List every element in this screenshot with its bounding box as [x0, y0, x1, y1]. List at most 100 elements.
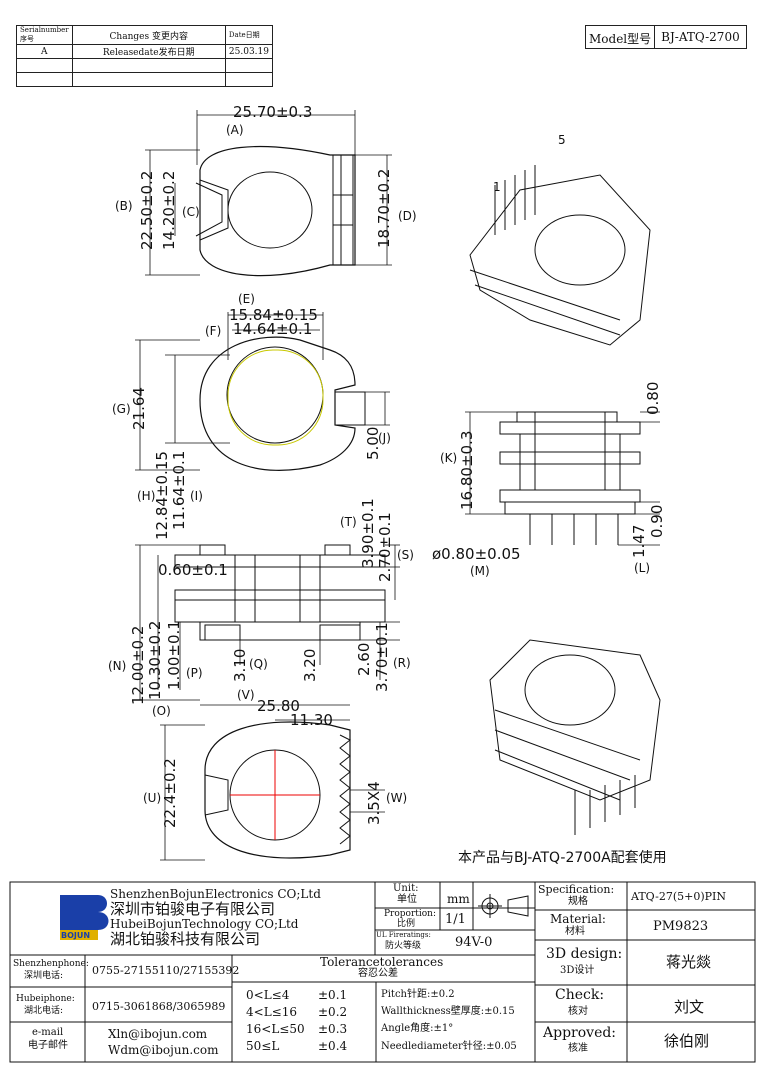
tolerance-value: ±0.2: [318, 1005, 348, 1019]
dim-n-tag: (N): [108, 659, 127, 673]
dim-h-tag: (H): [137, 489, 156, 503]
dim-c-value: 14.20±0.2: [160, 170, 178, 250]
rev-cell: [71, 72, 226, 87]
tolerance-value: ±0.4: [318, 1039, 348, 1053]
dim-b-tag: (B): [115, 199, 133, 213]
dim-r2-value: 3.70±0.1: [373, 622, 391, 692]
pin-label-first: 1: [493, 180, 501, 194]
fire-value: 94V-0: [455, 935, 493, 950]
fire-label-cn: 防火等级: [385, 941, 422, 951]
dim-flange-value: 0.60±0.1: [158, 561, 228, 579]
dim-d-value: 18.70±0.2: [375, 168, 393, 248]
dim-i-tag: (I): [190, 489, 203, 503]
dim-i-value: 11.64±0.1: [170, 450, 188, 530]
model-box: Model型号 BJ-ATQ-2700: [585, 25, 747, 49]
pitch-tolerance: Pitch针距:±0.2: [381, 989, 455, 1000]
approved-label: Approved:: [543, 1025, 617, 1041]
dim-f-value: 14.64±0.1: [233, 320, 313, 338]
check-label: Check:: [555, 987, 605, 1003]
sz-phone-label-cn: 深圳电话:: [24, 971, 64, 981]
bottom-view-dims: [135, 312, 390, 471]
dim-q-value: 3.10: [231, 648, 249, 682]
dim-p-value: 1.00±0.1: [165, 620, 183, 690]
dim-o-tag: (O): [152, 704, 171, 718]
title-block-grid: [9, 881, 756, 1063]
dim-t-value: 3.90±0.1: [359, 498, 377, 568]
dim-q-tag: (Q): [249, 657, 268, 671]
spec-value: ATQ-27(5+0)PIN: [631, 890, 726, 903]
spec-label-cn: 规格: [568, 896, 588, 907]
top-view-dims: [145, 110, 392, 276]
company-cn-2: 湖北铂骏科技有限公司: [110, 930, 261, 948]
dim-d-tag: (D): [398, 209, 417, 223]
dim-g-tag: (G): [112, 402, 131, 416]
rev-cell: [224, 72, 274, 87]
company-en-1: ShenzhenBojunElectronics CO;Ltd: [110, 887, 321, 901]
bottom-view-outline: [199, 336, 366, 471]
dim-u-value: 22.4±0.2: [161, 758, 179, 828]
model-label: Model型号: [586, 26, 656, 48]
dim-s-tag: (S): [397, 548, 414, 562]
material-label: Material:: [550, 912, 606, 926]
dim-a-tag: (A): [226, 123, 244, 137]
dim-e-value: 15.84±0.15: [229, 306, 318, 324]
email-label: e-mail: [32, 1027, 64, 1038]
fire-label: UL Fireratings:: [376, 931, 431, 939]
dim-inner-value: 11.30: [290, 711, 333, 729]
dim-k-tag: (K): [440, 451, 458, 465]
dim-r-tag: (R): [393, 656, 411, 670]
design-label: 3D design:: [546, 946, 623, 962]
needle-tolerance: Needlediameter针径:±0.05: [381, 1041, 517, 1052]
dim-e-tag: (E): [238, 292, 255, 306]
model-value: BJ-ATQ-2700: [661, 30, 740, 44]
tolerance-value: ±0.1: [318, 988, 348, 1002]
check-label-cn: 核对: [568, 1006, 588, 1017]
iso-view-top: [469, 165, 651, 346]
top-view-outline: [195, 145, 356, 277]
dim-t-tag: (T): [340, 515, 357, 529]
spec-label: Specification:: [538, 883, 615, 896]
proportion-label: Proportion:: [384, 909, 437, 919]
tolerance-title: Tolerancetolerances: [320, 955, 444, 969]
dim-w-tag: (W): [386, 791, 408, 805]
logo-wordmark: BOJUN: [61, 931, 91, 940]
dim-k-value: 16.80±0.3: [458, 430, 476, 510]
lower-view-outline: [204, 721, 351, 859]
dim-n-value: 12.00±0.2: [129, 625, 147, 705]
tolerance-range: 0<L≤4: [246, 988, 290, 1002]
wall-tolerance: Wallthickness壁厚度:±0.15: [381, 1006, 515, 1017]
dim-f-tag: (F): [205, 324, 222, 338]
pin-label-last: 5: [558, 133, 566, 147]
hb-phone-label-cn: 湖北电话:: [24, 1006, 64, 1016]
side-view-outline: [499, 411, 641, 545]
front-view-dims: [135, 544, 400, 701]
company-cn-1: 深圳市铂骏电子有限公司: [110, 900, 276, 918]
tolerance-range: 16<L≤50: [246, 1022, 305, 1036]
dim-j-tag: (J): [378, 431, 391, 445]
design-label-cn: 3D设计: [560, 965, 595, 976]
compatibility-note: 本产品与BJ-ATQ-2700A配套使用: [458, 850, 667, 866]
bojun-logo: [60, 895, 109, 940]
iso-view-bottom: [489, 639, 661, 835]
dim-h-value: 12.84±0.15: [153, 451, 171, 540]
dim-b-value: 22.50±0.2: [138, 170, 156, 250]
unit-label: Unit:: [393, 883, 419, 894]
email-1: Xln@ibojun.com: [108, 1027, 208, 1041]
revision-table: Serialnumber序号 Changes 变更内容 Date日期 A Rel…: [16, 25, 274, 87]
lower-view-dims: [160, 704, 385, 861]
sz-phone: 0755-27155110/27155392: [92, 964, 240, 977]
material-label-cn: 材料: [565, 926, 585, 937]
dim-w-value: 3.5X4: [365, 781, 383, 825]
dim-v-value: 25.80: [257, 697, 300, 715]
sz-phone-label: Shenzhenphone:: [13, 959, 89, 969]
front-view-outline: [174, 544, 386, 641]
dim-l-tag: (L): [634, 561, 651, 575]
hb-phone: 0715-3061868/3065989: [92, 1000, 226, 1013]
dim-mid-value: 3.20: [301, 648, 319, 682]
company-en-2: HubeiBojunTechnology CO;Ltd: [110, 917, 299, 931]
dim-s-value: 2.70±0.1: [376, 512, 394, 582]
dim-pin-sub: 0.90: [648, 504, 666, 538]
dim-v-tag: (V): [237, 688, 255, 702]
tolerance-range: 4<L≤16: [246, 1005, 297, 1019]
